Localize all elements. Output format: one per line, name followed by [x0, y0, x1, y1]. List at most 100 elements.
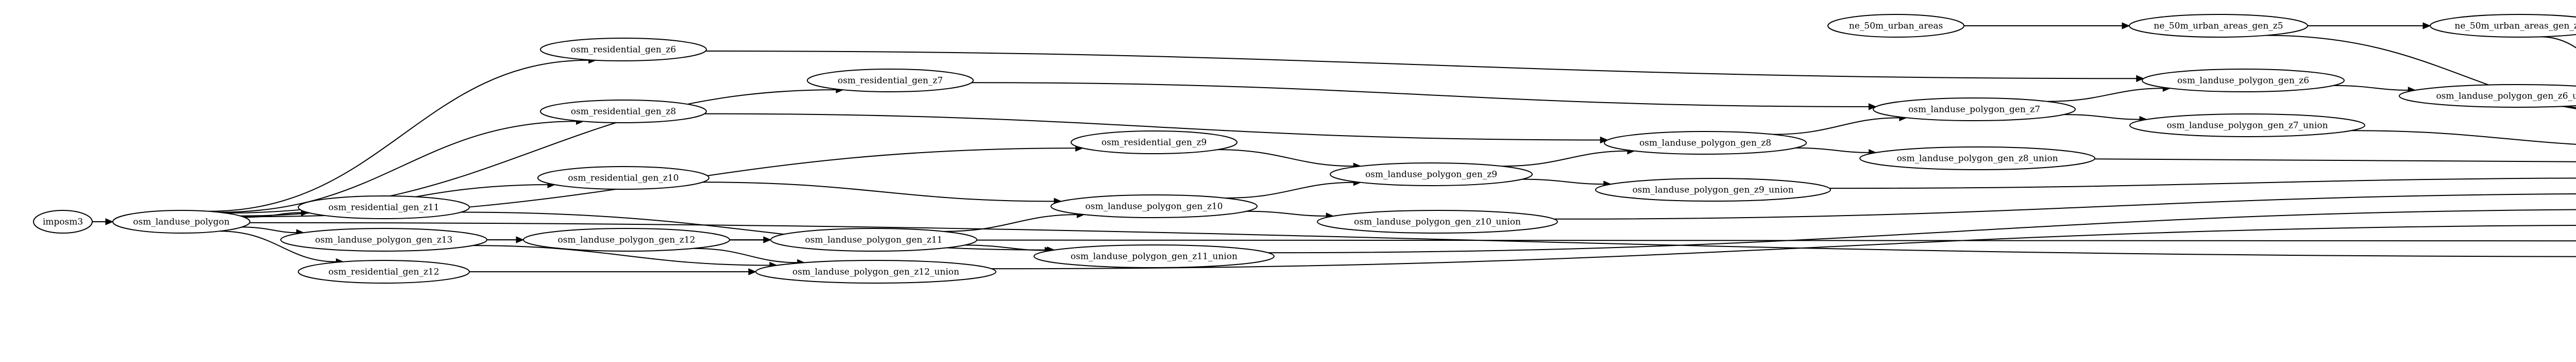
edge-osm_landuse_polygon_gen_z6_union-to-layer_landuse_z6: [2560, 106, 2576, 108]
node-osm_landuse_polygon_gen_z11_union[interactable]: osm_landuse_polygon_gen_z11_union: [1033, 244, 1275, 268]
node-osm_landuse_polygon[interactable]: osm_landuse_polygon: [112, 210, 250, 234]
edge-osm_landuse_polygon_gen_z9-to-osm_landuse_polygon_gen_z8: [1502, 150, 1628, 167]
node-label-osm_residential_gen_z9: osm_residential_gen_z9: [1101, 138, 1207, 148]
node-shape-osm_landuse_polygon_gen_z7_union: [2129, 113, 2365, 137]
edge-osm_residential_gen_z7-to-osm_landuse_polygon_gen_z7: [972, 82, 1869, 107]
node-osm_landuse_polygon_gen_z6[interactable]: osm_landuse_polygon_gen_z6: [2142, 69, 2345, 92]
node-osm_residential_gen_z9[interactable]: osm_residential_gen_z9: [1071, 130, 1238, 154]
node-osm_landuse_polygon_gen_z9[interactable]: osm_landuse_polygon_gen_z9: [1330, 162, 1533, 186]
edge-osm_landuse_polygon_gen_z11_union-to-layer_landuse_z11: [1268, 209, 2576, 254]
edge-osm_residential_gen_z9-to-osm_landuse_polygon_gen_z9: [1217, 149, 1354, 167]
node-label-osm_residential_gen_z10: osm_residential_gen_z10: [568, 173, 679, 184]
edge-osm_landuse_polygon_gen_z13-to-osm_landuse_polygon_gen_z12_union: [472, 245, 770, 266]
node-label-osm_landuse_polygon_gen_z8_union: osm_landuse_polygon_gen_z8_union: [1896, 154, 2058, 164]
node-osm_landuse_polygon_gen_z10[interactable]: osm_landuse_polygon_gen_z10: [1050, 194, 1258, 218]
edge-osm_landuse_polygon_gen_z6-to-osm_landuse_polygon_gen_z6_union: [2333, 85, 2409, 91]
node-osm_landuse_polygon_gen_z7_union[interactable]: osm_landuse_polygon_gen_z7_union: [2129, 113, 2365, 137]
edge-osm_landuse_polygon_gen_z9-to-osm_landuse_polygon_gen_z9_union: [1522, 178, 1604, 185]
edge-osm_residential_gen_z8-to-osm_landuse_polygon_gen_z8: [704, 113, 1601, 141]
node-ne_50m_urban_areas_gen_z4[interactable]: ne_50m_urban_areas_gen_z4: [2430, 14, 2576, 38]
edge-osm_landuse_polygon_gen_z9_union-to-layer_landuse_z9: [1829, 177, 2576, 189]
edge-osm_landuse_polygon-to-osm_landuse_polygon_gen_z13: [242, 226, 297, 234]
node-osm_landuse_polygon_gen_z6_union[interactable]: osm_landuse_polygon_gen_z6_union: [2399, 84, 2576, 108]
node-shape-osm_landuse_polygon_gen_z7: [1873, 97, 2076, 121]
node-label-osm_landuse_polygon: osm_landuse_polygon: [133, 217, 229, 227]
node-label-osm_landuse_polygon_gen_z6_union: osm_landuse_polygon_gen_z6_union: [2436, 91, 2576, 102]
node-osm_landuse_polygon_gen_z11[interactable]: osm_landuse_polygon_gen_z11: [770, 228, 977, 252]
node-osm_landuse_polygon_gen_z9_union[interactable]: osm_landuse_polygon_gen_z9_union: [1595, 178, 1831, 202]
node-osm_residential_gen_z8[interactable]: osm_residential_gen_z8: [540, 100, 707, 123]
node-shape-osm_landuse_polygon_gen_z12_union: [755, 260, 996, 284]
edge-osm_landuse_polygon-to-osm_residential_gen_z8: [219, 121, 577, 213]
node-shape-osm_landuse_polygon_gen_z8: [1604, 131, 1807, 155]
node-ne_50m_urban_areas[interactable]: ne_50m_urban_areas: [1827, 14, 1964, 38]
node-label-osm_landuse_polygon_gen_z12_union: osm_landuse_polygon_gen_z12_union: [792, 267, 959, 277]
arrowhead-osm_residential_gen_z6-to-osm_landuse_polygon_gen_z6: [2136, 75, 2145, 83]
node-shape-osm_landuse_polygon_gen_z8_union: [1859, 146, 2095, 170]
node-shape-osm_landuse_polygon_gen_z11_union: [1033, 244, 1275, 268]
nodes-layer: imposm3 osm_landuse_polygon osm_residentia…: [33, 14, 2576, 284]
node-shape-osm_residential_gen_z6: [540, 38, 707, 61]
node-osm_residential_gen_z10[interactable]: osm_residential_gen_z10: [537, 166, 709, 190]
node-shape-osm_residential_gen_z10: [537, 166, 709, 190]
node-shape-osm_residential_gen_z7: [807, 69, 974, 92]
node-osm_landuse_polygon_gen_z8_union[interactable]: osm_landuse_polygon_gen_z8_union: [1859, 146, 2095, 170]
node-shape-osm_residential_gen_z12: [298, 260, 470, 284]
node-shape-ne_50m_urban_areas_gen_z4: [2430, 14, 2576, 38]
node-label-osm_residential_gen_z12: osm_residential_gen_z12: [328, 267, 439, 277]
edge-ne_50m_urban_areas_gen_z4-to-layer_landuse_z4: [2540, 36, 2576, 48]
node-label-osm_landuse_polygon_gen_z6: osm_landuse_polygon_gen_z6: [2177, 76, 2309, 86]
arrowhead-ne_50m_urban_areas-to-ne_50m_urban_areas_gen_z5: [2122, 22, 2130, 29]
node-label-osm_landuse_polygon_gen_z7_union: osm_landuse_polygon_gen_z7_union: [2166, 121, 2328, 131]
edge-osm_landuse_polygon_gen_z10-to-osm_landuse_polygon_gen_z9: [1225, 182, 1354, 199]
arrowhead-ne_50m_urban_areas_gen_z5-to-ne_50m_urban_areas_gen_z4: [2422, 22, 2431, 29]
node-shape-osm_landuse_polygon_gen_z9: [1330, 162, 1533, 186]
node-shape-osm_landuse_polygon_gen_z13: [280, 228, 487, 252]
node-shape-osm_landuse_polygon_gen_z6: [2142, 69, 2345, 92]
node-label-osm_landuse_polygon_gen_z9: osm_landuse_polygon_gen_z9: [1365, 170, 1497, 180]
node-label-osm_landuse_polygon_gen_z13: osm_landuse_polygon_gen_z13: [315, 235, 453, 245]
edge-osm_landuse_polygon_gen_z12_union-to-layer_landuse_z12: [991, 224, 2576, 270]
node-osm_landuse_polygon_gen_z7[interactable]: osm_landuse_polygon_gen_z7: [1873, 97, 2076, 121]
node-osm_landuse_polygon_gen_z12_union[interactable]: osm_landuse_polygon_gen_z12_union: [755, 260, 996, 284]
edge-osm_landuse_polygon-to-osm_residential_gen_z7: [225, 89, 836, 214]
edge-osm_landuse_polygon_gen_z8_union-to-layer_landuse_z8: [2094, 158, 2576, 163]
edge-osm_landuse_polygon_gen_z12-to-osm_landuse_polygon_gen_z12_union: [693, 248, 798, 264]
node-osm_landuse_polygon_gen_z12[interactable]: osm_landuse_polygon_gen_z12: [523, 228, 730, 252]
edge-osm_residential_gen_z6-to-osm_landuse_polygon_gen_z6: [705, 51, 2137, 79]
node-shape-osm_landuse_polygon_gen_z10_union: [1317, 210, 1558, 234]
node-osm_landuse_polygon_gen_z13[interactable]: osm_landuse_polygon_gen_z13: [280, 228, 487, 252]
node-osm_landuse_polygon_gen_z10_union[interactable]: osm_landuse_polygon_gen_z10_union: [1317, 210, 1558, 234]
node-shape-ne_50m_urban_areas_gen_z5: [2129, 14, 2308, 38]
edge-osm_landuse_polygon_gen_z11-to-osm_landuse_polygon_gen_z11_union: [964, 244, 1045, 251]
node-imposm3[interactable]: imposm3: [33, 210, 93, 234]
node-label-imposm3: imposm3: [43, 217, 83, 227]
node-osm_residential_gen_z12[interactable]: osm_residential_gen_z12: [298, 260, 470, 284]
node-shape-osm_residential_gen_z9: [1071, 130, 1238, 154]
edge-osm_landuse_polygon_gen_z11-to-osm_landuse_polygon_gen_z10: [943, 214, 1077, 232]
arrowhead-osm_residential_gen_z7-to-osm_landuse_polygon_gen_z7: [1868, 103, 1877, 110]
edge-osm_landuse_polygon_gen_z7-to-osm_landuse_polygon_gen_z7_union: [2063, 114, 2140, 120]
node-label-osm_landuse_polygon_gen_z8: osm_landuse_polygon_gen_z8: [1639, 138, 1771, 149]
node-shape-osm_landuse_polygon_gen_z9_union: [1595, 178, 1831, 202]
edge-osm_landuse_polygon-to-osm_residential_gen_z12: [219, 231, 336, 262]
node-shape-osm_landuse_polygon: [112, 210, 250, 234]
node-label-osm_residential_gen_z6: osm_residential_gen_z6: [571, 45, 676, 55]
node-shape-imposm3: [33, 210, 93, 234]
node-shape-osm_residential_gen_z11: [298, 195, 470, 219]
node-label-osm_landuse_polygon_gen_z12: osm_landuse_polygon_gen_z12: [558, 235, 696, 245]
node-osm_residential_gen_z11[interactable]: osm_residential_gen_z11: [298, 195, 470, 219]
edge-osm_landuse_polygon_gen_z7_union-to-layer_landuse_z7: [2351, 130, 2576, 145]
edge-osm_landuse_polygon_gen_z10_union-to-layer_landuse_z10: [1554, 193, 2576, 220]
node-label-osm_landuse_polygon_gen_z10: osm_landuse_polygon_gen_z10: [1086, 202, 1223, 212]
node-label-osm_landuse_polygon_gen_z7: osm_landuse_polygon_gen_z7: [1908, 105, 2040, 115]
node-label-ne_50m_urban_areas_gen_z4: ne_50m_urban_areas_gen_z4: [2454, 21, 2576, 31]
node-osm_residential_gen_z6[interactable]: osm_residential_gen_z6: [540, 38, 707, 61]
node-label-osm_landuse_polygon_gen_z11_union: osm_landuse_polygon_gen_z11_union: [1071, 252, 1238, 262]
node-label-ne_50m_urban_areas_gen_z5: ne_50m_urban_areas_gen_z5: [2154, 21, 2283, 31]
node-ne_50m_urban_areas_gen_z5[interactable]: ne_50m_urban_areas_gen_z5: [2129, 14, 2308, 38]
node-shape-osm_landuse_polygon_gen_z11: [770, 228, 977, 252]
node-osm_residential_gen_z7[interactable]: osm_residential_gen_z7: [807, 69, 974, 92]
node-osm_landuse_polygon_gen_z8[interactable]: osm_landuse_polygon_gen_z8: [1604, 131, 1807, 155]
